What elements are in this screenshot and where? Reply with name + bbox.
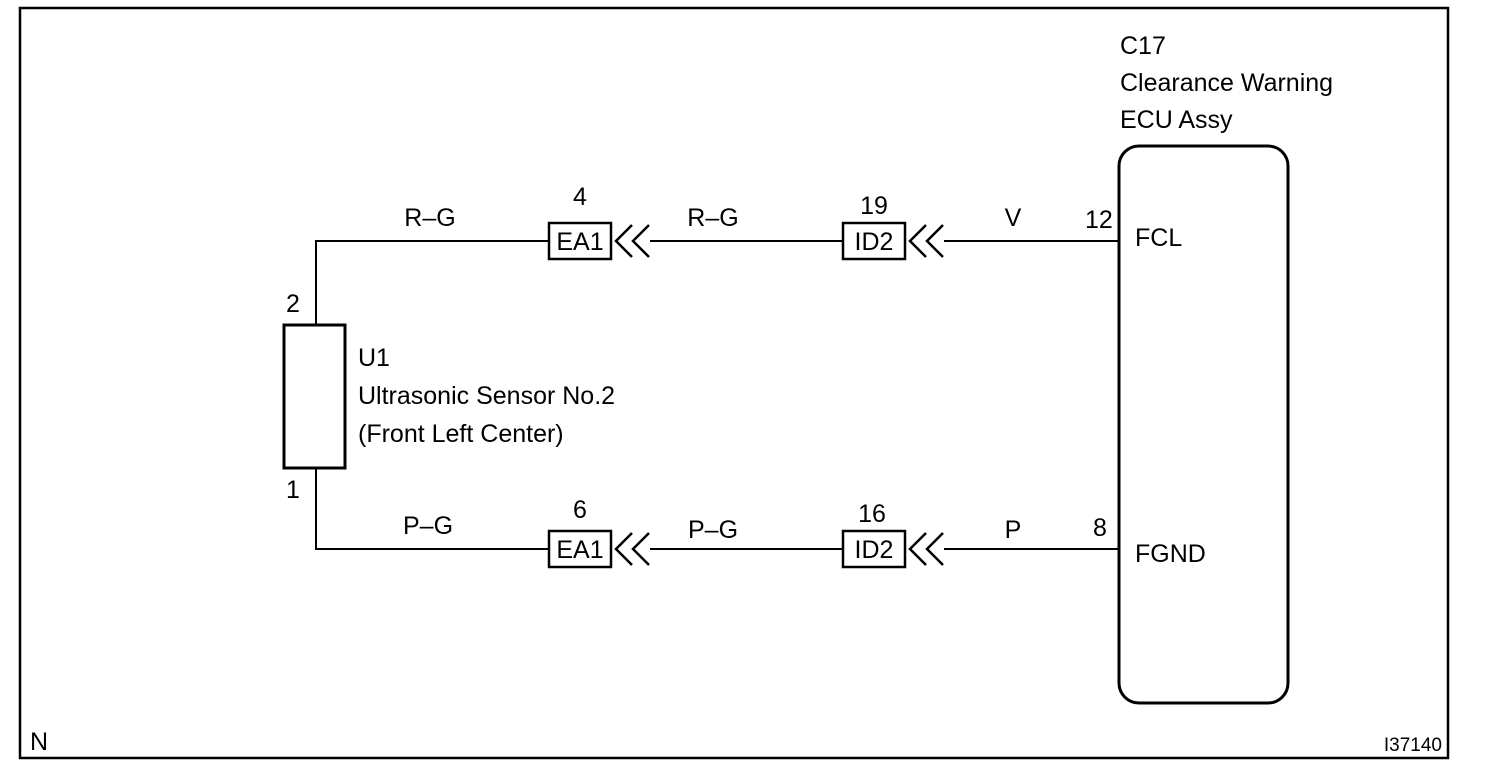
top-ea1-chevron-icon [614,224,650,258]
sensor-code: U1 [358,344,390,372]
bottom-ea1-label: EA1 [556,536,603,564]
bottom-ea1-chevron-icon [614,532,650,566]
ecu-name-line2: ECU Assy [1120,106,1233,134]
top-id2-label: ID2 [855,228,894,256]
top-ea1-label: EA1 [556,228,603,256]
ecu-pin-fgnd-number: 8 [1093,514,1107,542]
bottom-id2-connector [841,529,907,569]
top-wire-color-sensor: R–G [404,204,455,232]
corner-label: N [30,728,48,756]
bottom-id2-pin: 16 [858,500,886,528]
top-id2-pin: 19 [860,192,888,220]
bottom-wire-color-ecu: P [1005,516,1022,544]
bottom-id2-label: ID2 [855,536,894,564]
top-ea1-pin: 4 [573,183,587,211]
sensor-pin-bottom: 1 [286,476,300,504]
sensor-name-line1: Ultrasonic Sensor No.2 [358,382,615,410]
bottom-ea1-connector [547,529,613,569]
ecu-pin-fcl: FCL [1135,224,1182,252]
ecu-pin-fgnd: FGND [1135,540,1206,568]
top-ea1-connector [547,221,613,261]
top-wire-color-ecu: V [1005,204,1022,232]
top-id2-connector [841,221,907,261]
sensor-name-line2: (Front Left Center) [358,420,564,448]
top-id2-chevron-icon [908,224,944,258]
top-wire-sensor-ea1 [315,240,549,325]
diagram-frame [18,6,1450,760]
top-wire-color-mid: R–G [687,204,738,232]
bottom-id2-chevron-icon [908,532,944,566]
ecu-box [1117,144,1290,705]
ecu-pin-fcl-number: 12 [1085,206,1113,234]
bottom-wire-sensor-ea1 [315,468,549,550]
bottom-wire-color-mid: P–G [688,516,738,544]
sensor-box [282,323,347,470]
sensor-pin-top: 2 [286,290,300,318]
bottom-wire-color-sensor: P–G [403,512,453,540]
ecu-name-line1: Clearance Warning [1120,69,1333,97]
ecu-code: C17 [1120,32,1166,60]
figure-id: I37140 [1384,735,1442,756]
bottom-ea1-pin: 6 [573,496,587,524]
